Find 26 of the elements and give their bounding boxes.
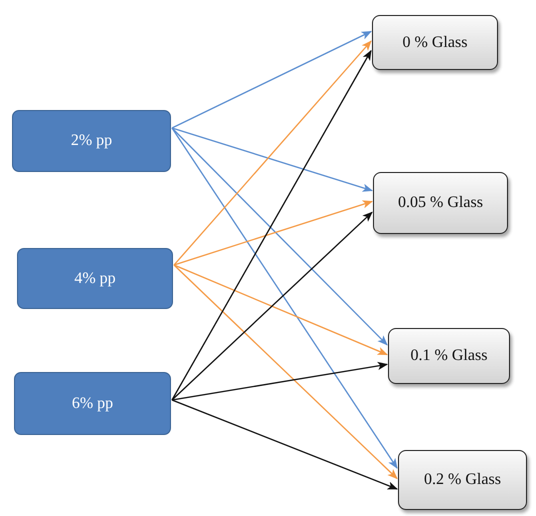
result-box	[372, 15, 498, 70]
box-label: 0.1 % Glass	[410, 347, 488, 365]
arrow	[172, 30, 372, 129]
arrow	[171, 128, 398, 469]
arrow	[174, 264, 388, 356]
result-box	[398, 450, 527, 510]
arrow	[171, 50, 372, 400]
box-label: 0.2 % Glass	[424, 471, 501, 489]
box-label: 0.05 % Glass	[398, 194, 483, 212]
arrow	[172, 212, 373, 400]
process-box	[17, 248, 173, 309]
result-box	[388, 328, 510, 384]
arrow	[172, 127, 373, 192]
arrow	[174, 264, 398, 480]
box-label: 0 % Glass	[402, 34, 468, 52]
arrow	[172, 362, 388, 401]
arrow	[172, 128, 388, 346]
arrow	[174, 40, 372, 266]
box-label: 4% pp	[74, 270, 116, 288]
arrow	[172, 399, 398, 490]
process-box	[14, 372, 171, 435]
box-label: 6% pp	[72, 394, 114, 412]
box-label: 2% pp	[70, 132, 112, 150]
arrow	[174, 200, 373, 266]
process-box	[12, 110, 171, 172]
result-box	[373, 172, 508, 234]
